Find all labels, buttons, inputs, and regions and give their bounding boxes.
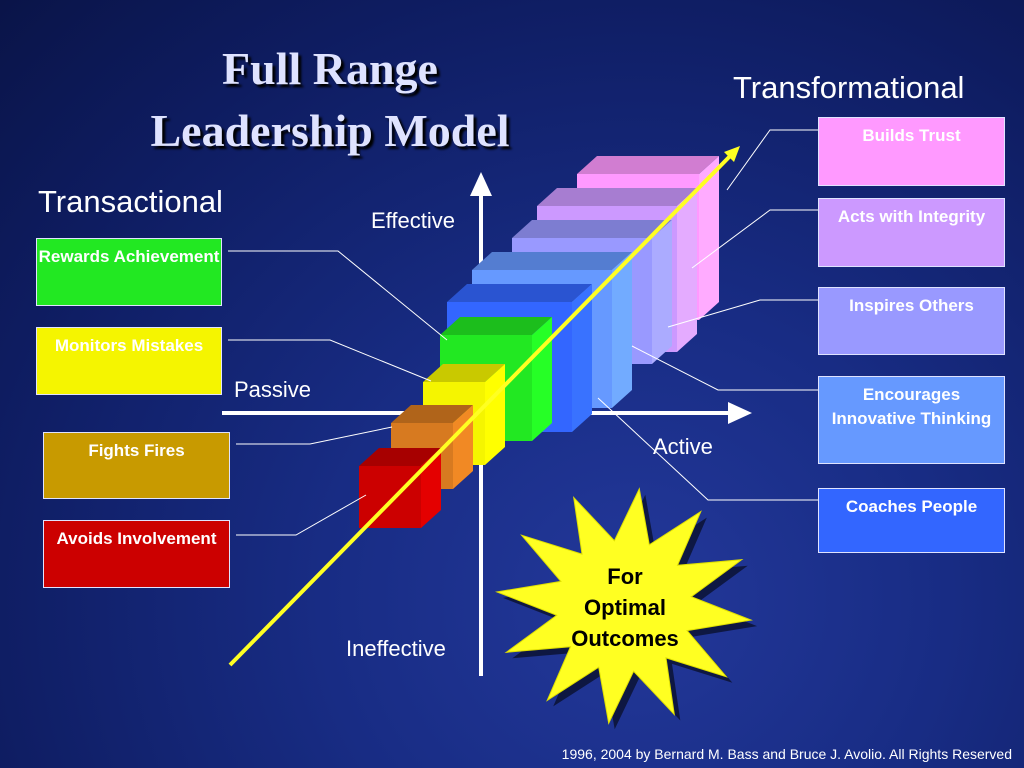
box-label: Fights Fires <box>88 441 185 460</box>
box-acts-with-integrity: Acts with Integrity <box>818 198 1005 267</box>
bar-front-face <box>359 466 421 528</box>
copyright-notice: 1996, 2004 by Bernard M. Bass and Bruce … <box>561 746 1012 762</box>
bar-top-face <box>447 284 592 302</box>
box-label: Inspires Others <box>849 296 974 315</box>
optimal-diagonal-line <box>228 148 738 667</box>
bar-top-face <box>423 364 505 382</box>
box-avoids-involvement: Avoids Involvement <box>43 520 230 588</box>
bar-top-face <box>440 317 552 335</box>
starburst-shape <box>495 487 753 725</box>
vertical-axis-arrowhead <box>470 172 492 196</box>
box-label: Coaches People <box>845 497 978 516</box>
starburst-line-2: Optimal <box>584 595 666 620</box>
connector-line-4 <box>236 494 367 536</box>
box-coaches-people: Coaches People <box>818 488 1005 553</box>
page-title: Full Range Leadership Model <box>80 38 580 162</box>
ineffective-label: Ineffective <box>346 636 446 661</box>
connector-line-6 <box>691 209 818 269</box>
box-monitors-mistakes: Monitors Mistakes <box>36 327 222 395</box>
bar-top-face <box>537 188 697 206</box>
bar-top-face <box>472 252 632 270</box>
connector-line-7 <box>667 299 818 328</box>
connector-line-2 <box>228 339 432 382</box>
horizontal-axis-arrowhead <box>728 402 752 424</box>
bar-side-face <box>572 284 592 432</box>
bar-side-face <box>677 188 697 352</box>
box-label: Rewards Achievement <box>38 247 220 266</box>
box-label: Acts with Integrity <box>837 207 986 226</box>
title-line-1: Full Range <box>222 43 438 94</box>
bar-top-face <box>359 448 441 466</box>
box-label: Monitors Mistakes <box>54 336 204 355</box>
connector-line-1 <box>228 250 448 341</box>
passive-label: Passive <box>234 377 312 402</box>
connector-lines <box>228 129 818 536</box>
connector-line-8 <box>631 345 818 391</box>
active-label: Active <box>653 434 713 459</box>
connector-line-9 <box>597 397 818 501</box>
connector-line-5 <box>726 129 818 191</box>
bar-top-face <box>577 156 719 174</box>
bar-side-face <box>532 317 552 441</box>
transformational-heading: Transformational <box>733 70 965 105</box>
bar-top-face <box>512 220 672 238</box>
starburst-label: For Optimal Outcomes <box>555 561 695 654</box>
box-inspires-others: Inspires Others <box>818 287 1005 355</box>
effective-label: Effective <box>371 208 455 233</box>
bar-side-face <box>612 252 632 408</box>
box-label: Encourages Innovative Thinking <box>831 385 992 428</box>
bar-top-face <box>391 405 473 423</box>
bar-side-face <box>699 156 719 320</box>
starburst-line-3: Outcomes <box>571 626 679 651</box>
diagonal-arrowhead <box>724 146 740 162</box>
box-fights-fires: Fights Fires <box>43 432 230 499</box>
box-label: Avoids Involvement <box>56 529 217 548</box>
transactional-heading: Transactional <box>38 184 223 219</box>
box-encourages-innovative-thinking: Encourages Innovative Thinking <box>818 376 1005 464</box>
box-builds-trust: Builds Trust <box>818 117 1005 186</box>
bar-side-face <box>453 405 473 489</box>
title-line-2: Leadership Model <box>150 105 510 156</box>
starburst-line-1: For <box>607 564 643 589</box>
box-rewards-achievement: Rewards Achievement <box>36 238 222 306</box>
bar-side-face <box>652 220 672 364</box>
box-label: Builds Trust <box>862 126 961 145</box>
connector-line-3 <box>236 426 393 445</box>
